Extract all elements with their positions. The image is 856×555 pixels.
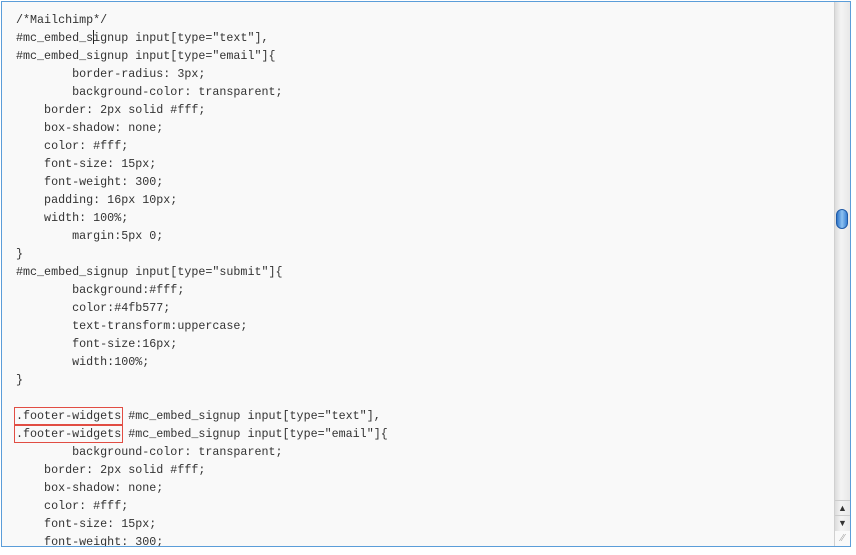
code-line: background-color: transparent; (16, 443, 388, 461)
code-text: #mc_embed_s (16, 31, 94, 45)
scroll-down-arrow-icon[interactable]: ▼ (835, 515, 850, 531)
code-line: font-size: 15px; (16, 515, 388, 533)
code-line: font-weight: 300; (16, 173, 388, 191)
scroll-up-arrow-icon[interactable]: ▲ (835, 500, 850, 516)
code-text: color:#4fb577; (16, 301, 171, 315)
highlighted-selector: .footer-widgets (13, 407, 124, 425)
vertical-scrollbar[interactable]: ▲ ▼ ⁄⁄ (834, 2, 850, 546)
scrollbar-thumb[interactable] (836, 209, 848, 229)
code-text: font-size:16px; (16, 337, 178, 351)
code-line: border: 2px solid #fff; (16, 461, 388, 479)
code-line: font-size: 15px; (16, 155, 388, 173)
code-line: box-shadow: none; (16, 119, 388, 137)
css-code-textarea[interactable]: /*Mailchimp*/ #mc_embed_signup input[type… (1, 1, 851, 547)
code-text: border: 2px solid #fff; (16, 103, 206, 117)
code-line: color:#4fb577; (16, 299, 388, 317)
code-text: box-shadow: none; (16, 481, 164, 495)
code-text: /*Mailchimp*/ (16, 13, 108, 27)
code-text: color: #fff; (16, 139, 129, 153)
code-text: background-color: transparent; (16, 85, 283, 99)
code-text: margin:5px 0; (16, 229, 164, 243)
code-content[interactable]: /*Mailchimp*/ #mc_embed_signup input[type… (13, 11, 388, 547)
code-text: #mc_embed_signup input[type="email"]{ (121, 427, 388, 441)
code-text: font-weight: 300; (16, 175, 164, 189)
code-text: box-shadow: none; (16, 121, 164, 135)
code-text: } (16, 247, 24, 261)
code-text: } (16, 373, 24, 387)
code-line: border: 2px solid #fff; (16, 101, 388, 119)
code-text: padding: 16px 10px; (16, 193, 178, 207)
code-text: text-transform:uppercase; (16, 319, 248, 333)
code-text: color: #fff; (16, 499, 129, 513)
code-line: color: #fff; (16, 497, 388, 515)
code-line (16, 389, 388, 407)
code-text: width: 100%; (16, 211, 129, 225)
code-line: font-size:16px; (16, 335, 388, 353)
text-caret (92, 30, 94, 44)
code-line: border-radius: 3px; (16, 65, 388, 83)
code-line: #mc_embed_signup input[type="submit"]{ (16, 263, 388, 281)
code-line: padding: 16px 10px; (16, 191, 388, 209)
code-line: } (16, 245, 388, 263)
code-text: font-weight: 300; (16, 535, 164, 547)
code-text: font-size: 15px; (16, 157, 157, 171)
code-line: color: #fff; (16, 137, 388, 155)
code-line: #mc_embed_signup input[type="text"], (16, 29, 388, 47)
code-text: border: 2px solid #fff; (16, 463, 206, 477)
code-text: background-color: transparent; (16, 445, 283, 459)
highlighted-selector: .footer-widgets (13, 425, 124, 443)
code-text: ignup input[type="text"], (93, 31, 269, 45)
code-line: box-shadow: none; (16, 479, 388, 497)
code-text: width:100%; (16, 355, 150, 369)
code-line: .footer-widgets #mc_embed_signup input[t… (13, 407, 388, 425)
resize-grip-icon[interactable]: ⁄⁄ (835, 531, 850, 546)
code-text: background:#fff; (16, 283, 185, 297)
code-text: font-size: 15px; (16, 517, 157, 531)
code-line: margin:5px 0; (16, 227, 388, 245)
code-line: background:#fff; (16, 281, 388, 299)
code-line: width: 100%; (16, 209, 388, 227)
code-line: } (16, 371, 388, 389)
code-line: font-weight: 300; (16, 533, 388, 547)
code-line: background-color: transparent; (16, 83, 388, 101)
code-text: #mc_embed_signup input[type="submit"]{ (16, 265, 283, 279)
code-text: #mc_embed_signup input[type="email"]{ (16, 49, 276, 63)
code-line: width:100%; (16, 353, 388, 371)
code-text: border-radius: 3px; (16, 67, 206, 81)
code-line: .footer-widgets #mc_embed_signup input[t… (13, 425, 388, 443)
code-line: text-transform:uppercase; (16, 317, 388, 335)
code-line: /*Mailchimp*/ (16, 11, 388, 29)
code-text: #mc_embed_signup input[type="text"], (121, 409, 381, 423)
code-line: #mc_embed_signup input[type="email"]{ (16, 47, 388, 65)
